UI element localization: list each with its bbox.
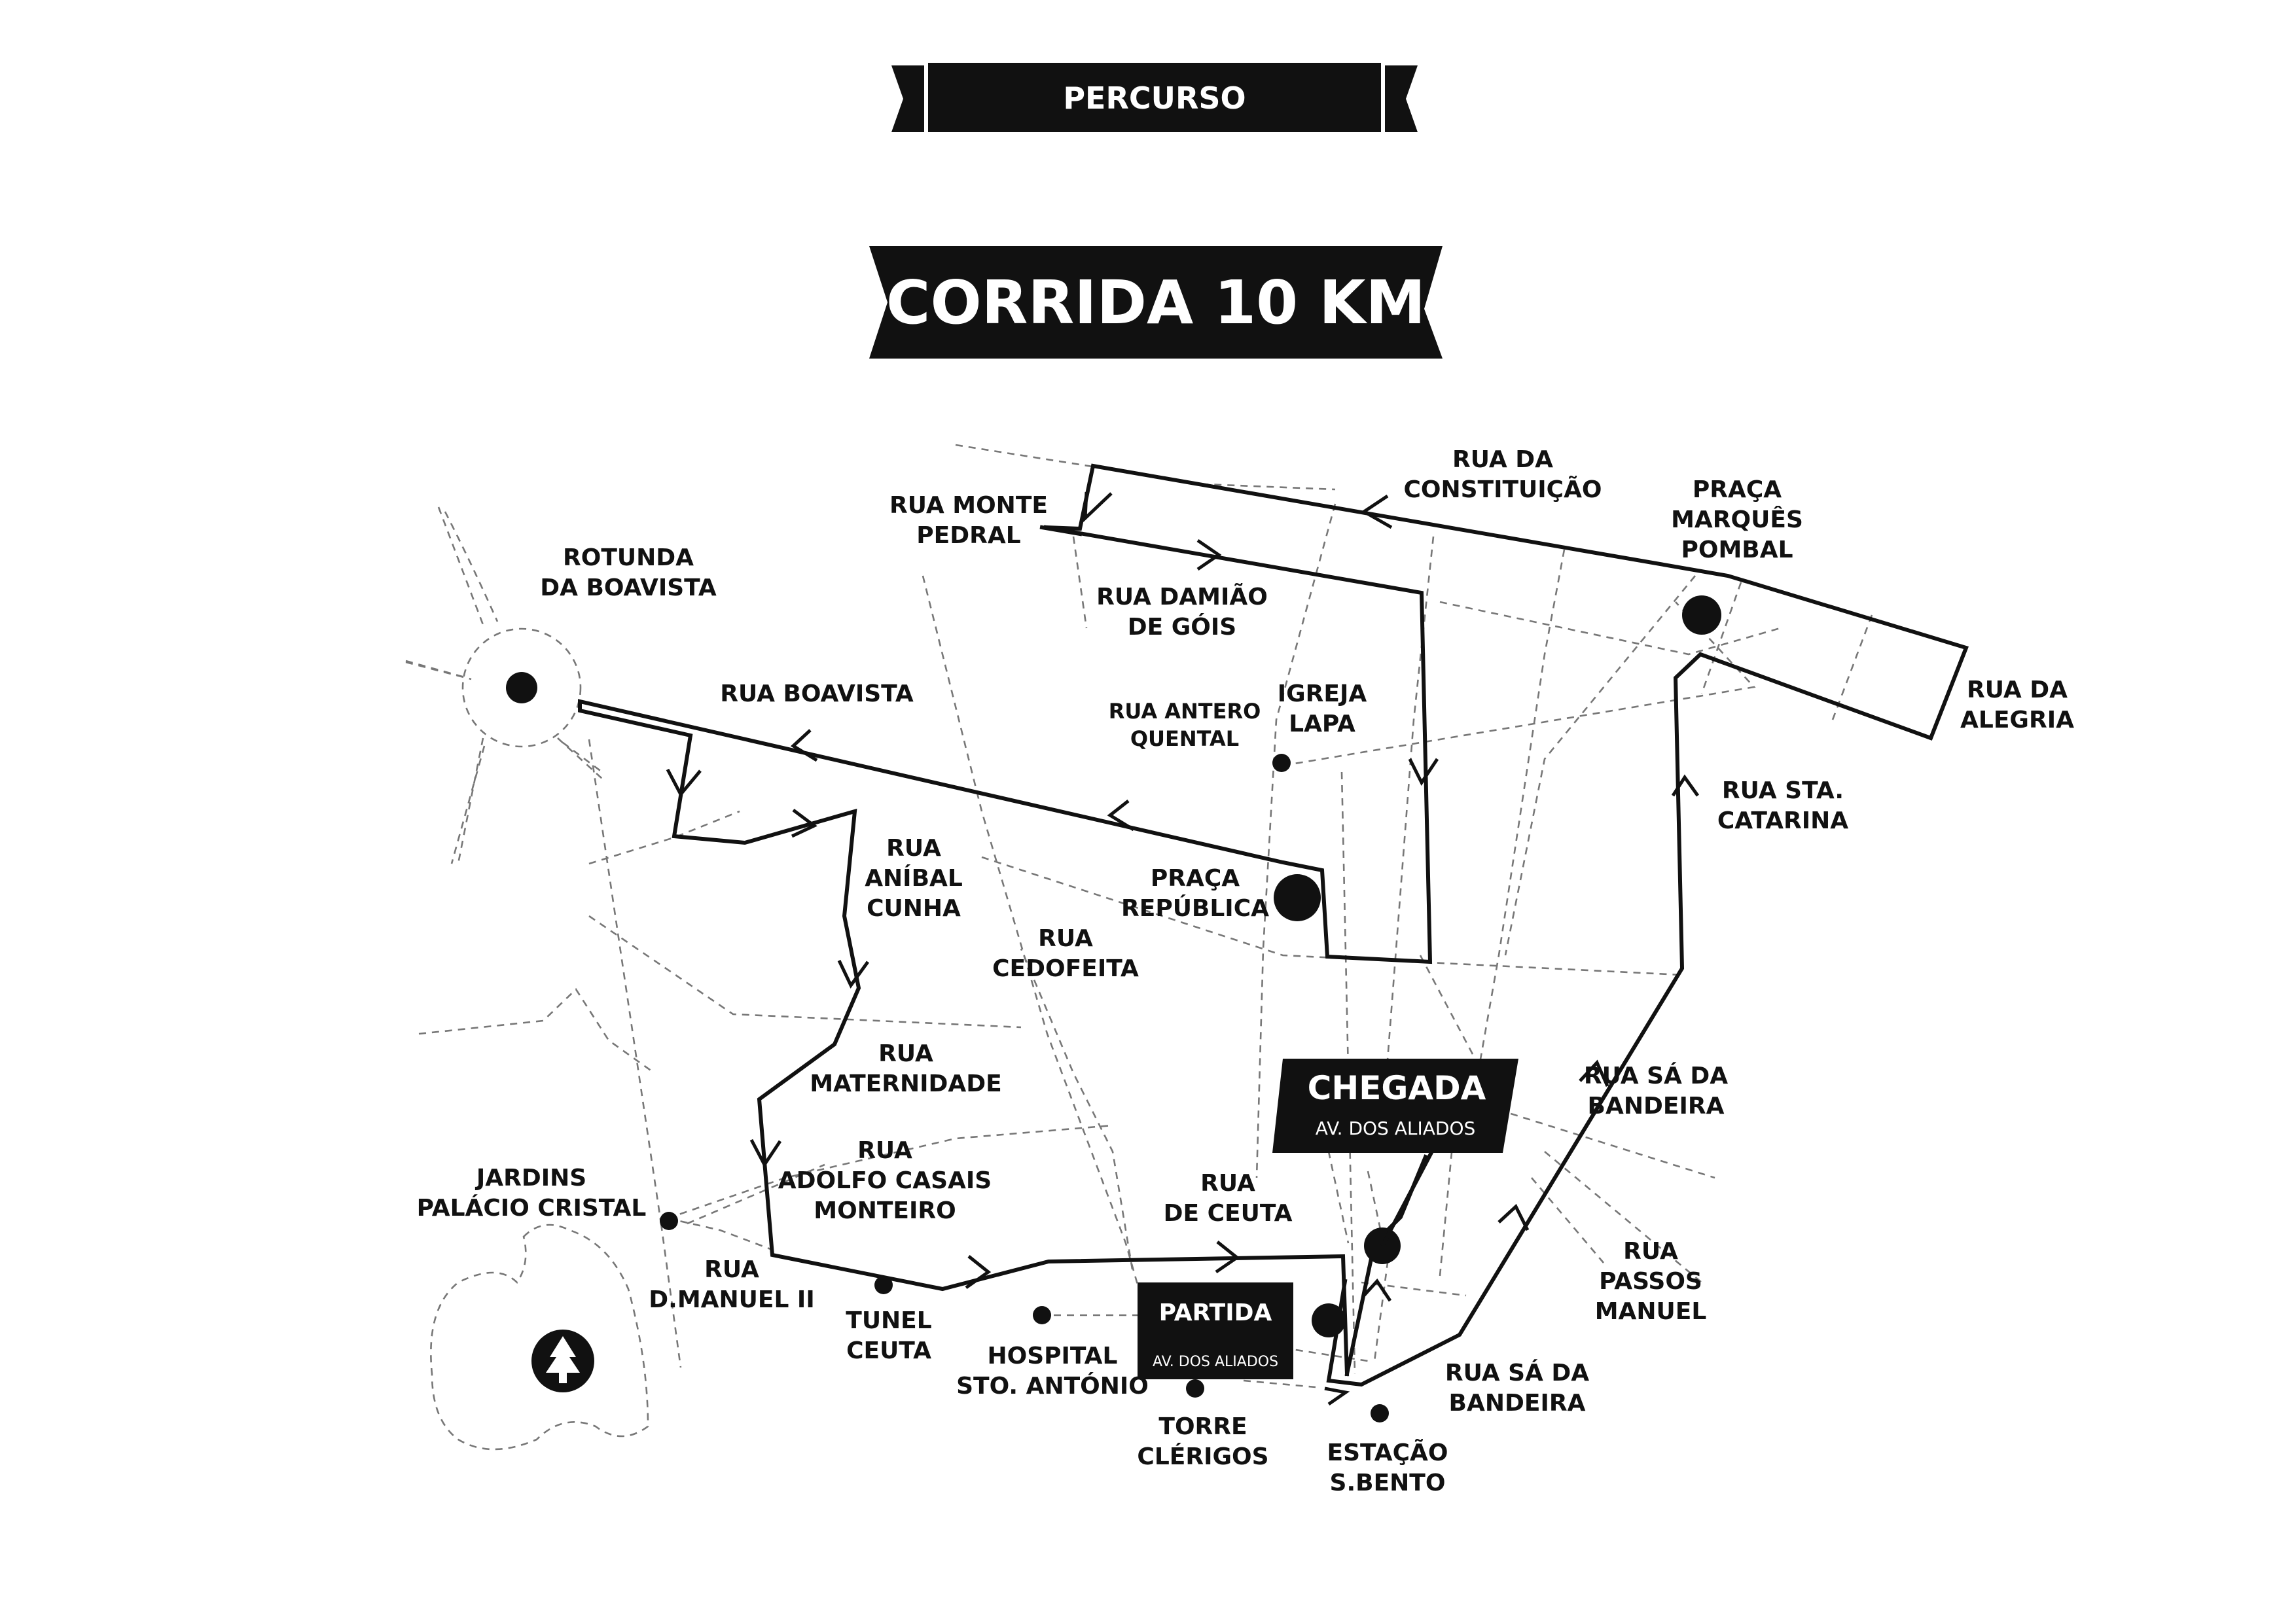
finish-box: CHEGADA AV. DOS ALIADOS: [1272, 1059, 1518, 1153]
hospital-marker: [1033, 1306, 1051, 1324]
start-box: PARTIDA AV. DOS ALIADOS: [1138, 1282, 1293, 1379]
praca-marques-marker: [1682, 595, 1721, 635]
praca-republica-marker: [1274, 874, 1321, 921]
street-network: [405, 444, 1873, 1451]
igreja-lapa-marker: [1272, 754, 1291, 772]
estacao-marker: [1371, 1404, 1389, 1422]
label-rua-sta-catarina: RUA STA.CATARINA: [1717, 777, 1848, 834]
finish-subtitle: AV. DOS ALIADOS: [1316, 1118, 1476, 1139]
rotunda-boavista-marker: [506, 672, 537, 703]
label-rua-boavista: RUA BOAVISTA: [720, 680, 914, 707]
start-subtitle: AV. DOS ALIADOS: [1153, 1354, 1278, 1370]
section-banner: PERCURSO: [891, 63, 1418, 132]
race-route: [578, 463, 1969, 1406]
torre-clerigos-marker: [1186, 1379, 1204, 1398]
start-marker: [1312, 1303, 1346, 1337]
tunel-ceuta-marker: [874, 1276, 893, 1294]
jardins-marker: [660, 1212, 678, 1230]
finish-title: CHEGADA: [1308, 1069, 1486, 1107]
section-label: PERCURSO: [1063, 80, 1246, 116]
race-title: · CORRIDA 10 KM ·: [842, 268, 1469, 338]
start-title: PARTIDA: [1159, 1299, 1272, 1326]
tree-icon: [531, 1330, 594, 1392]
race-title-banner: · CORRIDA 10 KM ·: [842, 246, 1469, 359]
